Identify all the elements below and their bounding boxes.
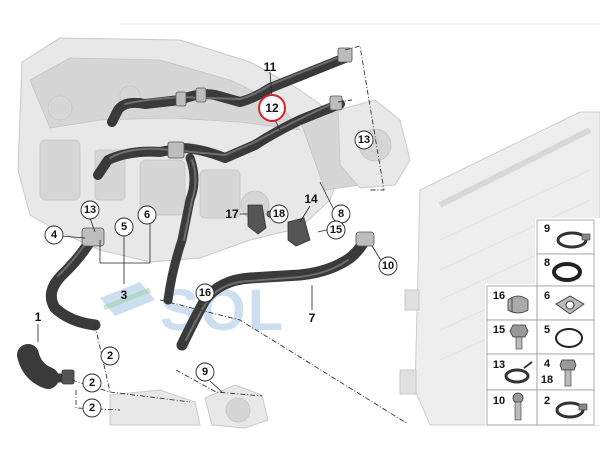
thermostat-housing [109, 384, 269, 429]
callout-2c-circle [82, 398, 102, 418]
hose-vertical [163, 153, 199, 305]
legend-num-5: 5 [544, 324, 550, 336]
legend-num-4: 4 [544, 358, 551, 370]
callout-13-right-circle [354, 130, 374, 150]
hose-11 [107, 47, 353, 127]
callout-13-left: 13 [84, 204, 96, 216]
hose-clamp-small-icon [555, 401, 588, 419]
hex-bolt-icon [509, 324, 529, 350]
legend-cell-15 [486, 319, 538, 355]
callout-15: 15 [330, 224, 342, 236]
gasket-flange-icon [555, 295, 585, 315]
callout-18: 18 [273, 208, 285, 220]
callout-12: 12 [265, 101, 279, 115]
water-pump-housing [337, 99, 411, 189]
callout-13-left-circle [80, 200, 100, 220]
hose-12 [93, 95, 345, 180]
callout-2a: 2 [107, 350, 113, 362]
legend-num-6: 6 [544, 290, 550, 302]
legend-num-13: 13 [493, 359, 505, 371]
callout-8: 8 [338, 208, 344, 220]
callout-1: 1 [35, 310, 42, 324]
stud-bolt-icon [559, 359, 577, 387]
hose-clamp-icon [556, 231, 591, 249]
callout-5-circle [114, 217, 134, 237]
callout-2b-circle [82, 373, 102, 393]
callout-9: 9 [202, 366, 208, 378]
highlight-ring-12 [258, 94, 286, 122]
callout-11: 11 [264, 60, 277, 74]
callout-4-circle [44, 225, 64, 245]
bolt-icon [512, 392, 524, 421]
legend-num-15: 15 [493, 324, 505, 336]
spring-clip-icon [507, 295, 529, 314]
legend-num-10: 10 [493, 395, 505, 407]
o-ring-icon [552, 262, 582, 282]
callouts: 11 12 13 13 5 6 4 3 1 2 2 2 16 9 7 17 18… [35, 60, 398, 418]
hose-1 [17, 344, 75, 389]
callout-2c: 2 [89, 402, 95, 414]
callout-6: 6 [144, 209, 150, 221]
callout-10-circle [378, 256, 398, 276]
hose-7 [176, 231, 375, 351]
callout-7: 7 [309, 311, 316, 325]
callout-5: 5 [121, 221, 127, 233]
legend-num-16: 16 [493, 290, 505, 302]
callout-6-circle [137, 205, 157, 225]
legend-num-18: 18 [541, 374, 553, 386]
callout-9-circle [195, 362, 215, 382]
sensor-14 [287, 217, 311, 247]
leader-lines [37, 71, 383, 393]
parts-legend: 9 8 16 6 15 5 13 4 18 10 2 [485, 218, 600, 426]
callout-2b: 2 [89, 377, 95, 389]
legend-cell-10 [486, 389, 538, 426]
callout-4: 4 [51, 229, 58, 241]
callout-13-right: 13 [358, 134, 370, 146]
o-ring-thin-icon [555, 328, 583, 348]
hose-3 [45, 227, 105, 331]
callout-10: 10 [382, 260, 394, 272]
callout-2a-circle [100, 346, 120, 366]
legend-cell-5 [536, 319, 595, 355]
callout-3: 3 [121, 288, 128, 302]
callout-16-circle [195, 283, 215, 303]
legend-num-2: 2 [544, 395, 550, 407]
callout-18-circle [269, 204, 289, 224]
callout-15-circle [326, 220, 346, 240]
legend-num-8: 8 [544, 257, 550, 269]
callout-16: 16 [199, 287, 211, 299]
legend-num-9: 9 [544, 223, 550, 235]
callout-14: 14 [304, 192, 318, 206]
spring-clamp-icon [504, 361, 533, 384]
callout-17: 17 [225, 207, 239, 221]
